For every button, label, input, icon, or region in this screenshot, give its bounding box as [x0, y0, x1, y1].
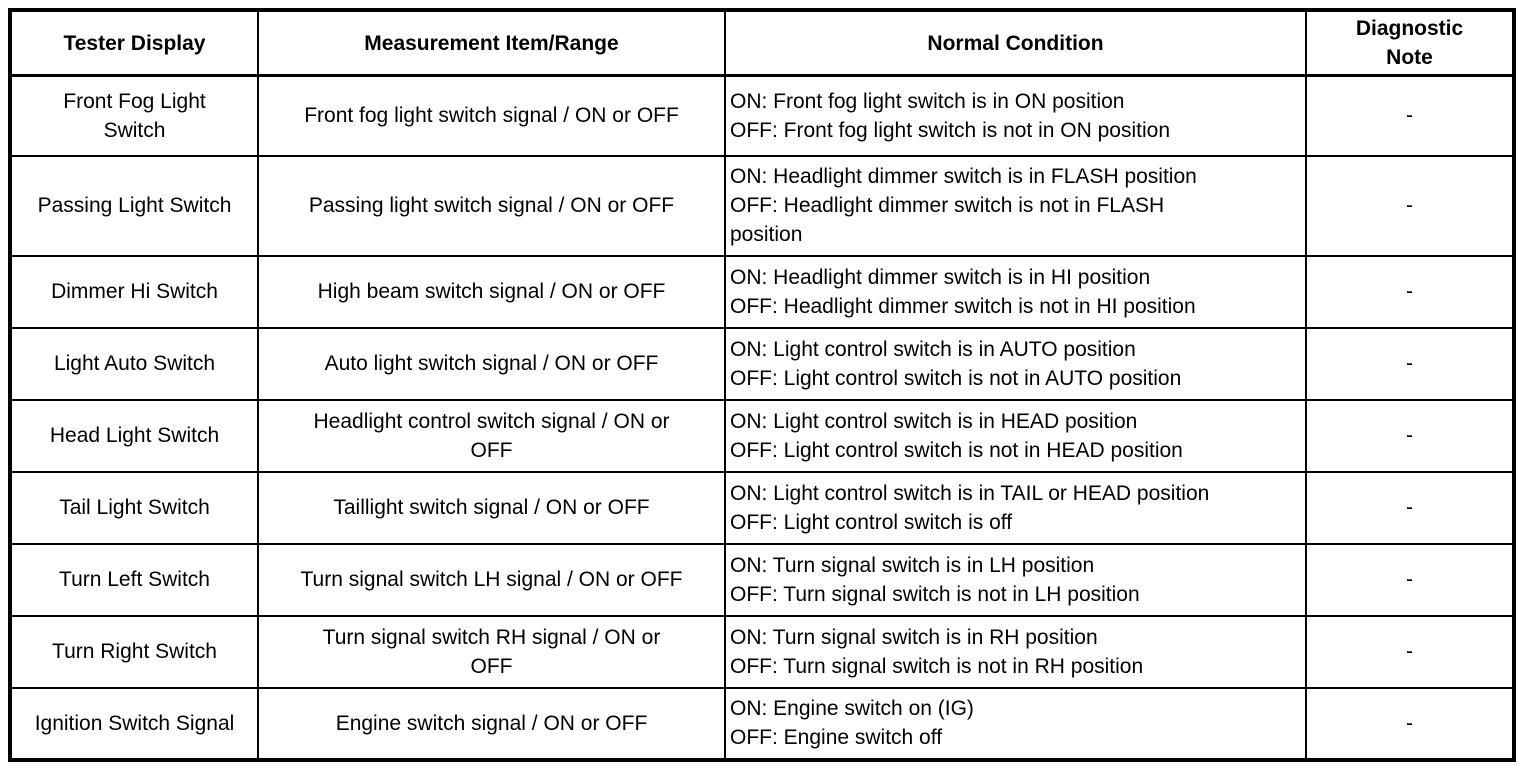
cell-tester-display: Turn Right Switch [9, 614, 259, 689]
cell-normal-condition: ON: Light control switch is in AUTO posi… [724, 326, 1307, 401]
cell-tester-display: Passing Light Switch [9, 154, 259, 257]
cell-measurement: Turn signal switch RH signal / ON or OFF [257, 614, 726, 689]
cell-normal-condition: ON: Engine switch on (IG) OFF: Engine sw… [724, 686, 1307, 761]
cell-measurement: Headlight control switch signal / ON or … [257, 398, 726, 473]
cell-normal-condition: ON: Turn signal switch is in LH position… [724, 542, 1307, 617]
table-row: Light Auto Switch Auto light switch sign… [9, 326, 1515, 401]
table-row: Front Fog Light Switch Front fog light s… [9, 74, 1515, 157]
header-normal-condition: Normal Condition [724, 9, 1307, 77]
cell-measurement: Passing light switch signal / ON or OFF [257, 154, 726, 257]
table-header-row: Tester Display Measurement Item/Range No… [9, 9, 1515, 77]
cell-diagnostic-note: - [1305, 74, 1515, 157]
table-row: Ignition Switch Signal Engine switch sig… [9, 686, 1515, 761]
cell-diagnostic-note: - [1305, 542, 1515, 617]
table-row: Turn Left Switch Turn signal switch LH s… [9, 542, 1515, 617]
cell-normal-condition: ON: Front fog light switch is in ON posi… [724, 74, 1307, 157]
cell-tester-display: Front Fog Light Switch [9, 74, 259, 157]
cell-measurement: Engine switch signal / ON or OFF [257, 686, 726, 761]
cell-measurement: Turn signal switch LH signal / ON or OFF [257, 542, 726, 617]
cell-diagnostic-note: - [1305, 470, 1515, 545]
cell-normal-condition: ON: Turn signal switch is in RH position… [724, 614, 1307, 689]
cell-measurement: Auto light switch signal / ON or OFF [257, 326, 726, 401]
table-row: Turn Right Switch Turn signal switch RH … [9, 614, 1515, 689]
cell-measurement: Taillight switch signal / ON or OFF [257, 470, 726, 545]
cell-normal-condition: ON: Light control switch is in HEAD posi… [724, 398, 1307, 473]
diagnostic-data-table: Tester Display Measurement Item/Range No… [8, 8, 1516, 762]
table-row: Tail Light Switch Taillight switch signa… [9, 470, 1515, 545]
header-diagnostic-note: Diagnostic Note [1305, 9, 1515, 77]
cell-normal-condition: ON: Headlight dimmer switch is in FLASH … [724, 154, 1307, 257]
table-row: Passing Light Switch Passing light switc… [9, 154, 1515, 257]
cell-diagnostic-note: - [1305, 614, 1515, 689]
cell-normal-condition: ON: Headlight dimmer switch is in HI pos… [724, 254, 1307, 329]
cell-diagnostic-note: - [1305, 254, 1515, 329]
cell-normal-condition: ON: Light control switch is in TAIL or H… [724, 470, 1307, 545]
cell-tester-display: Dimmer Hi Switch [9, 254, 259, 329]
table-row: Head Light Switch Headlight control swit… [9, 398, 1515, 473]
cell-diagnostic-note: - [1305, 686, 1515, 761]
cell-tester-display: Ignition Switch Signal [9, 686, 259, 761]
cell-tester-display: Light Auto Switch [9, 326, 259, 401]
cell-diagnostic-note: - [1305, 154, 1515, 257]
cell-measurement: High beam switch signal / ON or OFF [257, 254, 726, 329]
cell-tester-display: Turn Left Switch [9, 542, 259, 617]
cell-tester-display: Head Light Switch [9, 398, 259, 473]
cell-measurement: Front fog light switch signal / ON or OF… [257, 74, 726, 157]
header-measurement-item-range: Measurement Item/Range [257, 9, 726, 77]
cell-diagnostic-note: - [1305, 326, 1515, 401]
cell-diagnostic-note: - [1305, 398, 1515, 473]
table-row: Dimmer Hi Switch High beam switch signal… [9, 254, 1515, 329]
header-tester-display: Tester Display [9, 9, 259, 77]
cell-tester-display: Tail Light Switch [9, 470, 259, 545]
